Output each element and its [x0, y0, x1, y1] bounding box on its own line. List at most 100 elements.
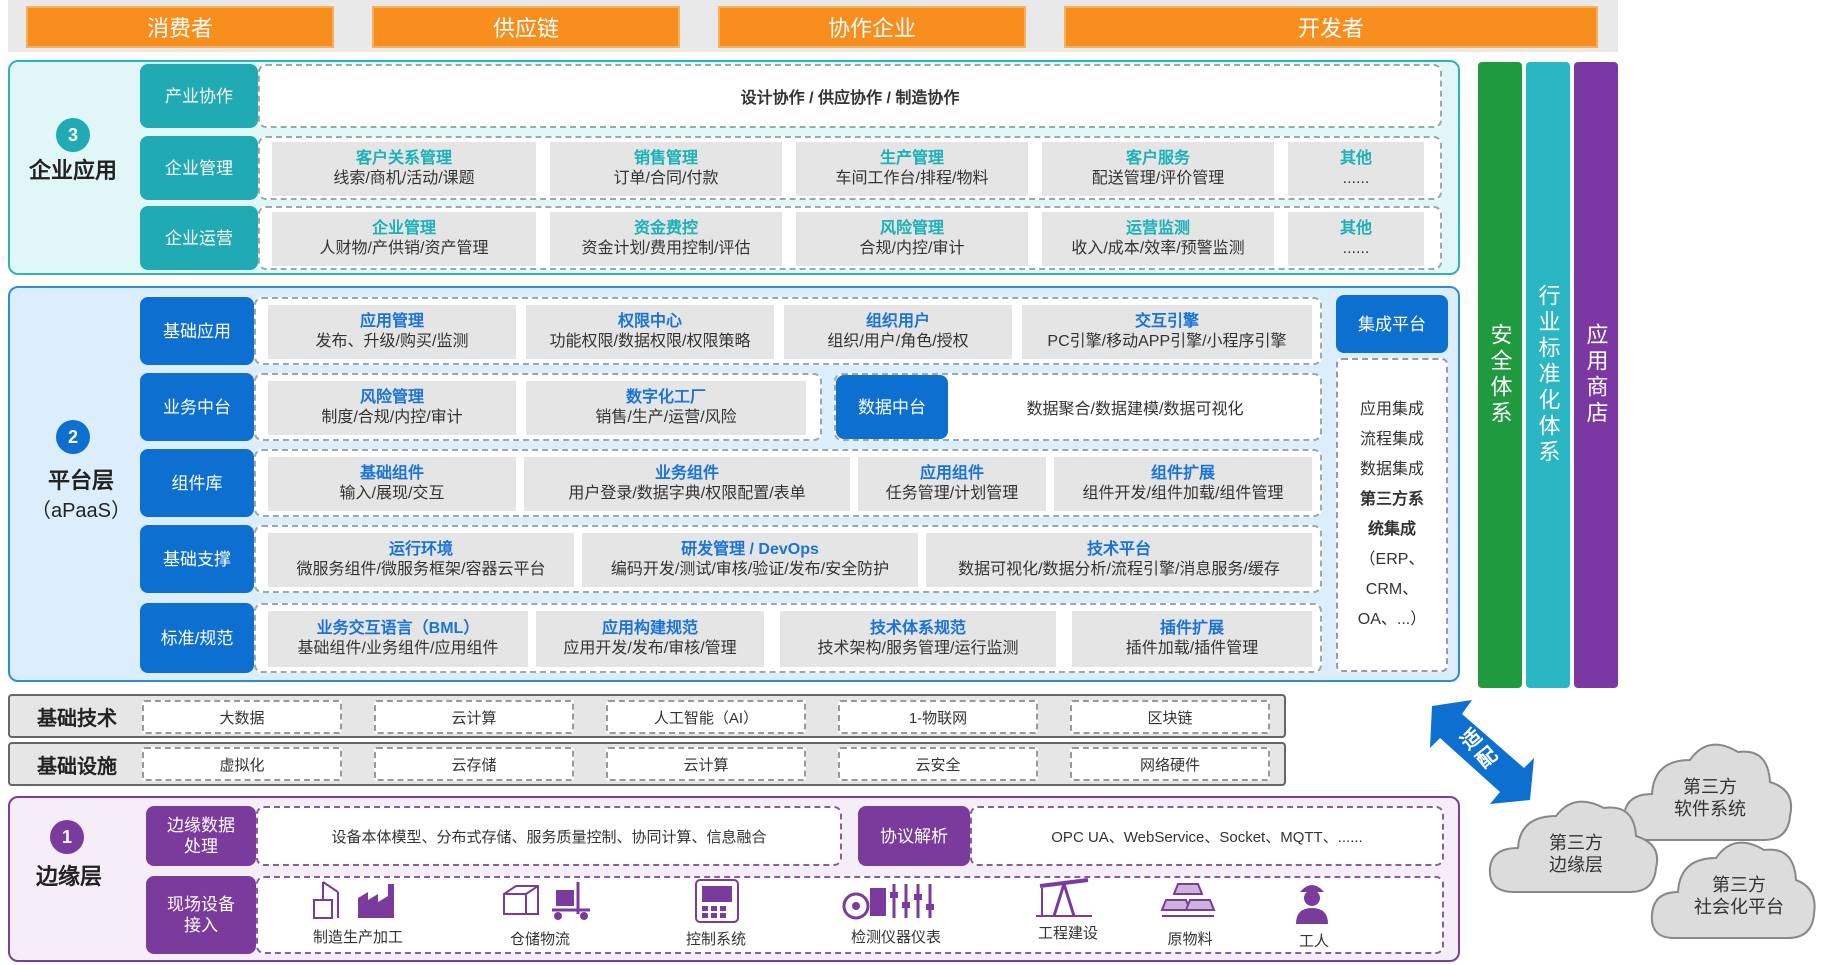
- l2-data-center-label: 数据中台: [836, 375, 948, 439]
- l2-row3-cell-2: 业务组件用户登录/数据字典/权限配置/表单: [524, 457, 850, 511]
- side-bar-industry-standard: 行业标准化体系: [1526, 62, 1570, 688]
- integration-item: 应用集成: [1359, 401, 1424, 418]
- l3-row1-label: 产业协作: [140, 64, 258, 128]
- l2-row3-cell-1: 基础组件输入/展现/交互: [268, 457, 516, 511]
- l3-row2-label: 企业管理: [140, 136, 258, 200]
- cloud-third-party-social: 第三方社会化平台: [1694, 875, 1784, 917]
- warehouse-icon: [503, 882, 590, 920]
- gold-bars-icon: [1160, 883, 1216, 917]
- layer2-name-sub: （aPaaS）: [30, 500, 132, 522]
- l2-row4-label: 基础支撑: [140, 525, 254, 593]
- l2-row1-cell-3: 组织用户组织/用户/角色/授权: [784, 305, 1012, 359]
- l1-row1-text: 设备本体模型、分布式存储、服务质量控制、协同计算、信息融合: [331, 828, 767, 846]
- role-consumer: 消费者: [26, 6, 334, 48]
- l2-row2-label: 业务中台: [140, 373, 254, 441]
- l2-row2-cell-1: 风险管理制度/合规/内控/审计: [268, 381, 516, 435]
- tech-label: 基础技术: [37, 707, 117, 730]
- side-bar-app-store: 应用商店: [1574, 62, 1618, 688]
- l2-data-center-text: 数据聚合/数据建模/数据可视化: [1026, 401, 1244, 418]
- infra-item: 网络硬件: [1070, 747, 1270, 781]
- layer2-name-main: 平台层: [47, 468, 114, 493]
- infra-item: 云计算: [606, 747, 806, 781]
- l3-row3-label: 企业运营: [140, 206, 258, 270]
- integration-item: 第三方系: [1359, 491, 1424, 508]
- l2-row5-cell-3: 技术体系规范技术架构/服务管理/运行监测: [780, 611, 1056, 667]
- l1-row1-label: 边缘数据处理: [146, 806, 256, 866]
- adapt-arrow-icon: [1430, 700, 1534, 804]
- l1-protocol-label: 协议解析: [858, 806, 970, 866]
- l2-row3-label: 组件库: [140, 449, 254, 517]
- infra-label: 基础设施: [37, 755, 117, 778]
- infra-item: 虚拟化: [142, 747, 342, 781]
- l3-row3-cell-1: 企业管理人财物/产供销/资产管理: [272, 212, 536, 266]
- l3-row3-cell-2: 资金费控资金计划/费用控制/评估: [550, 212, 782, 266]
- l2-row5-cell-1: 业务交互语言（BML）基础组件/业务组件/应用组件: [268, 611, 528, 667]
- device-label: 检测仪器仪表: [850, 929, 941, 946]
- l2-row5-cell-2: 应用构建规范应用开发/发布/审核/管理: [536, 611, 764, 667]
- integration-item: OA、...）: [1357, 611, 1427, 628]
- device-label: 仓储物流: [509, 931, 570, 948]
- factory-icon: [313, 881, 394, 919]
- role-developer: 开发者: [1064, 6, 1598, 48]
- side-bar-label: 应用商店: [1583, 323, 1609, 427]
- l3-row3-cell-4: 运营监测收入/成本/效率/预警监测: [1042, 212, 1274, 266]
- device-label: 制造生产加工: [312, 929, 403, 946]
- l3-row1-text: 设计协作 / 供应协作 / 制造协作: [740, 90, 960, 107]
- l2-row3-cell-3: 应用组件任务管理/计划管理: [858, 457, 1046, 511]
- layer2-name: 平台层 （aPaaS）: [18, 466, 144, 526]
- integration-item: （ERP、: [1359, 551, 1425, 568]
- l2-row4-cell-3: 技术平台数据可视化/数据分析/流程引擎/消息服务/缓存: [926, 533, 1312, 587]
- integration-item: CRM、: [1365, 581, 1419, 598]
- tech-item: 1-物联网: [838, 700, 1038, 734]
- instrument-icon: [842, 884, 934, 920]
- l2-row2-cell-2: 数字化工厂销售/生产/运营/风险: [526, 381, 806, 435]
- infra-item: 云安全: [838, 747, 1038, 781]
- role-supply-chain: 供应链: [372, 6, 680, 48]
- l3-row3-cell-3: 风险管理合规/内控/审计: [796, 212, 1028, 266]
- side-bar-label: 行业标准化体系: [1535, 284, 1561, 466]
- layer1-name: 边缘层: [35, 864, 102, 889]
- integration-platform-list: 应用集成 流程集成 数据集成 第三方系 统集成 （ERP、 CRM、 OA、..…: [1336, 358, 1448, 672]
- device-label: 控制系统: [685, 931, 746, 948]
- l2-row3-cell-4: 组件扩展组件开发/组件加载/组件管理: [1054, 457, 1312, 511]
- control-system-icon: [695, 879, 739, 923]
- layer1-badge: 1: [50, 820, 84, 854]
- l3-row2-cell-1: 客户关系管理线索/商机/活动/课题: [272, 142, 536, 196]
- side-bar-label: 安全体系: [1487, 323, 1513, 427]
- integration-item: 流程集成: [1359, 431, 1424, 448]
- l3-row2-cell-2: 销售管理订单/合同/付款: [550, 142, 782, 196]
- integration-item: 统集成: [1367, 521, 1416, 538]
- l1-row2-label: 现场设备接入: [146, 876, 256, 954]
- l2-row4-cell-1: 运行环境微服务组件/微服务框架/容器云平台: [268, 533, 574, 587]
- l1-protocol-text: OPC UA、WebService、Socket、MQTT、......: [1051, 828, 1363, 846]
- device-label: 原物料: [1167, 931, 1213, 948]
- infra-item: 云存储: [374, 747, 574, 781]
- side-bar-security: 安全体系: [1478, 62, 1522, 688]
- device-label: 工程建设: [1037, 925, 1098, 942]
- cloud-icon: [1488, 800, 1658, 893]
- l1-row1-frame: [256, 806, 842, 866]
- layer2-badge: 2: [56, 420, 90, 454]
- l3-row3-cell-5: 其他......: [1288, 212, 1424, 266]
- l3-row2-cell-5: 其他......: [1288, 142, 1424, 196]
- device-label: 工人: [1298, 933, 1329, 950]
- l2-row1-cell-1: 应用管理发布、升级/购买/监测: [268, 305, 516, 359]
- l1-protocol-frame: [970, 806, 1444, 866]
- integration-item: 数据集成: [1359, 461, 1424, 478]
- layer3-name: 企业应用: [28, 158, 117, 183]
- l3-row2-cell-4: 客户服务配送管理/评价管理: [1042, 142, 1274, 196]
- l2-row1-label: 基础应用: [140, 297, 254, 365]
- l2-row1-cell-2: 权限中心功能权限/数据权限/权限策略: [526, 305, 774, 359]
- tech-item: 区块链: [1070, 700, 1270, 734]
- worker-icon: [1296, 885, 1328, 924]
- l3-row1-frame: [258, 64, 1442, 128]
- l3-row2-cell-3: 生产管理车间工作台/排程/物料: [796, 142, 1028, 196]
- role-partner: 协作企业: [718, 6, 1026, 48]
- tech-item: 大数据: [142, 700, 342, 734]
- cloud-third-party-software: 第三方软件系统: [1674, 777, 1746, 819]
- cloud-third-party-edge: 第三方边缘层: [1549, 833, 1603, 875]
- tech-item: 人工智能（AI）: [606, 700, 806, 734]
- integration-platform-title: 集成平台: [1336, 295, 1448, 353]
